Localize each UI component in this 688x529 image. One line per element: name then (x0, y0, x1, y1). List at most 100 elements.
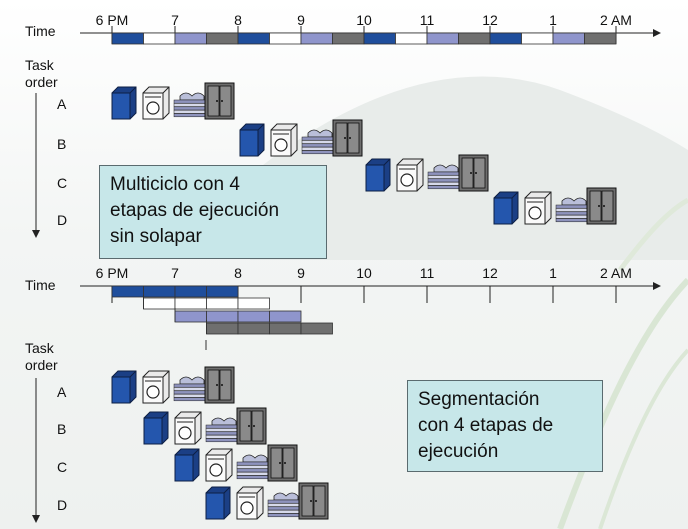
tick-bottom-7: 1 (549, 265, 557, 281)
stage-slot-top (206, 32, 239, 45)
closet-icon (204, 366, 235, 404)
note-pipelined-line-2: con 4 etapas de (418, 415, 554, 436)
pipeline-slot (237, 310, 270, 323)
stage-slot-top (111, 32, 144, 45)
task-stage-icons (111, 82, 617, 520)
folder-icon (267, 492, 301, 518)
washer-icon (239, 123, 265, 157)
stage-slot-top (584, 32, 617, 45)
folder-icon (301, 129, 335, 155)
closet-icon (458, 154, 489, 192)
closet-icon (332, 119, 363, 157)
note-pipelined: Segmentación con 4 etapas de ejecución (407, 380, 603, 472)
pipeline-slot (237, 297, 270, 310)
tick-bottom-8: 2 AM (600, 265, 632, 281)
folder-icon (427, 164, 461, 190)
note-multicycle-line-2: etapas de ejecución (110, 200, 280, 221)
folder-icon (205, 417, 239, 443)
washer-icon (174, 448, 200, 482)
pipeline-slot (174, 297, 207, 310)
folder-icon (173, 376, 207, 402)
pipeline-slot (143, 285, 176, 298)
stage-slot-top (363, 32, 396, 45)
dryer-icon (396, 158, 424, 192)
pipeline-slot (174, 285, 207, 298)
tick-top-1: 7 (171, 12, 179, 28)
task-label-bottom-2: order (25, 357, 58, 373)
task-label-top-1: Task (25, 57, 54, 73)
stage-slot-top (300, 32, 333, 45)
pipeline-slot (143, 297, 176, 310)
tick-bottom-2: 8 (234, 265, 242, 281)
stage-slot-top (332, 32, 365, 45)
task-top-d: D (57, 212, 68, 228)
pipeline-slot (269, 310, 302, 323)
washer-icon (493, 191, 519, 225)
washer-icon (365, 158, 391, 192)
task-top-b: B (57, 136, 67, 152)
pipeline-slot (206, 297, 239, 310)
tick-bottom-1: 7 (171, 265, 179, 281)
tick-bottom-4: 10 (356, 265, 372, 281)
time-label-top: Time (25, 23, 56, 39)
pipeline-slot (174, 310, 207, 323)
washer-icon (111, 86, 137, 120)
tick-top-7: 1 (549, 12, 557, 28)
pipeline-slot (206, 285, 239, 298)
note-pipelined-line-1: Segmentación (418, 389, 540, 410)
folder-icon (555, 197, 589, 223)
timeline-bars (111, 32, 617, 350)
closet-icon (236, 407, 267, 445)
time-label-bottom: Time (25, 277, 56, 293)
pipeline-slot (206, 310, 239, 323)
tick-bottom-6: 12 (482, 265, 498, 281)
task-label-bottom-1: Task (25, 340, 54, 356)
folder-icon (236, 454, 270, 480)
task-label-top-2: order (25, 74, 58, 90)
tick-top-8: 2 AM (600, 12, 632, 28)
dryer-icon (524, 191, 552, 225)
dryer-icon (236, 486, 264, 520)
task-top-a: A (57, 96, 67, 112)
closet-icon (298, 482, 329, 520)
washer-icon (111, 370, 137, 404)
dryer-icon (142, 370, 170, 404)
tick-top-3: 9 (297, 12, 305, 28)
task-bottom-c: C (57, 459, 68, 475)
tick-top-5: 11 (419, 12, 435, 28)
stage-slot-top (269, 32, 302, 45)
stage-slot-top (426, 32, 459, 45)
pipeline-slot (269, 322, 302, 335)
pipeline-slot (300, 322, 333, 335)
task-top-c: C (57, 175, 68, 191)
tick-top-6: 12 (482, 12, 498, 28)
stage-slot-top (489, 32, 522, 45)
closet-icon (204, 82, 235, 120)
note-multicycle-line-3: sin solapar (110, 226, 202, 247)
closet-icon (586, 187, 617, 225)
task-bottom-a: A (57, 384, 67, 400)
stage-slot-top (237, 32, 270, 45)
note-multicycle: Multiciclo con 4 etapas de ejecución sin… (99, 165, 327, 259)
stage-slot-top (143, 32, 176, 45)
pipeline-slot (206, 322, 239, 335)
dryer-icon (205, 448, 233, 482)
stage-slot-top (395, 32, 428, 45)
tick-bottom-3: 9 (297, 265, 305, 281)
dryer-icon (174, 411, 202, 445)
tick-top-2: 8 (234, 12, 242, 28)
task-bottom-b: B (57, 421, 67, 437)
tick-bottom-0: 6 PM (95, 265, 129, 281)
stage-slot-top (521, 32, 554, 45)
washer-icon (143, 411, 169, 445)
closet-icon (267, 444, 298, 482)
stage-slot-top (174, 32, 207, 45)
stage-slot-top (552, 32, 585, 45)
tick-top-0: 6 PM (95, 12, 129, 28)
note-multicycle-line-1: Multiciclo con 4 (110, 174, 240, 195)
dryer-icon (270, 123, 298, 157)
dryer-icon (142, 86, 170, 120)
folder-icon (173, 92, 207, 118)
